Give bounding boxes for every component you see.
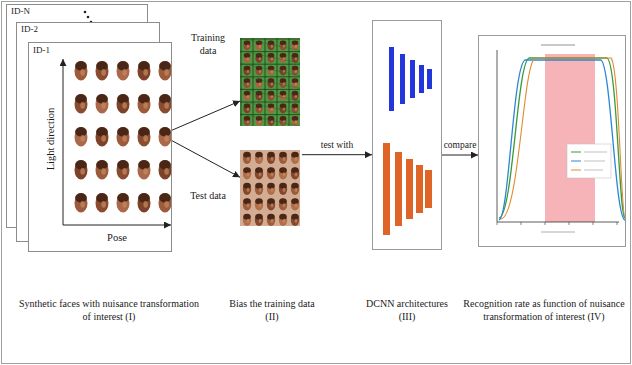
stage-caption: Synthetic faces with nuisance transforma… [14,298,204,323]
dcnn-column: DCNN architectures (III) [362,20,452,346]
identity-card: ID-1Light directionPose [28,42,172,252]
stage-caption: DCNN architectures (III) [362,298,452,323]
dcnn-box [372,20,442,250]
stage-caption: Recognition rate as function of nuisance… [458,298,630,323]
stage-caption: Bias the training data (II) [224,298,320,323]
edge-label: test with [320,140,354,152]
card-label: ID-N [11,6,30,17]
training-face-grid: Training data [240,38,302,128]
result-column: Recognition rate as function of nuisance… [458,35,630,346]
axis-label: Pose [107,231,127,244]
test-face-grid: Test data [240,150,302,228]
data-label: Test data [182,190,234,203]
chart-panel [478,35,626,247]
network-symbols [373,21,441,249]
arrow-connector [302,154,372,155]
data-label: Training data [182,32,234,57]
recognition-chart [479,36,625,246]
arrow-connector [172,141,240,178]
edge-label: compare [443,140,478,152]
training-faces [240,38,300,126]
axis-label: Light direction [44,108,57,171]
test-faces [240,150,300,226]
arrow-connector [172,101,240,130]
card-label: ID-2 [21,24,38,35]
card-label: ID-1 [33,45,50,56]
arrow-connector [442,155,478,156]
